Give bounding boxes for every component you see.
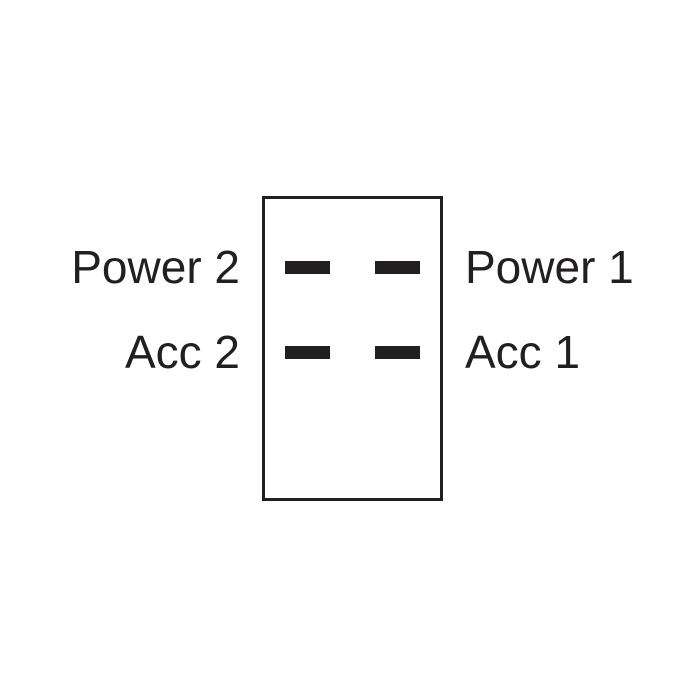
label-acc-2: Acc 2 [124, 326, 240, 378]
terminal-power-1 [375, 261, 420, 274]
label-power-1: Power 1 [465, 241, 634, 293]
terminal-acc-1 [375, 346, 420, 359]
terminal-acc-2 [285, 346, 330, 359]
terminal-power-2 [285, 261, 330, 274]
label-power-2: Power 2 [71, 241, 240, 293]
label-acc-1: Acc 1 [465, 326, 581, 378]
switch-body-outline [262, 196, 443, 501]
